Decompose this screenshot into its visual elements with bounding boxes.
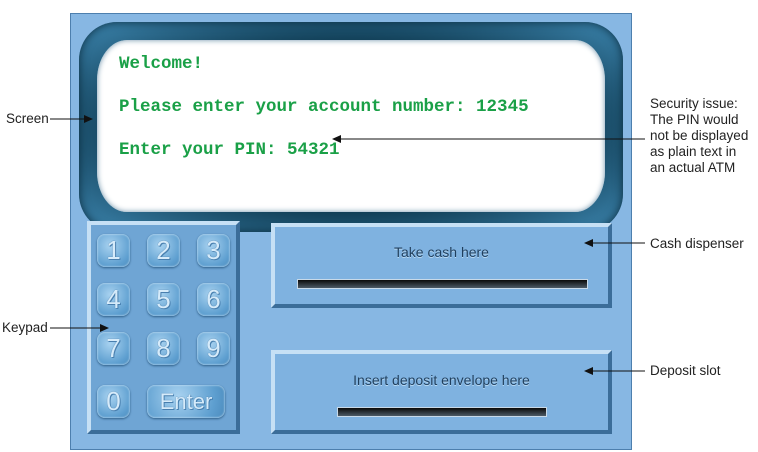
deposit-slot-label: Insert deposit envelope here xyxy=(353,372,530,388)
cash-dispenser: Take cash here xyxy=(271,223,612,308)
screen-pin-prompt: Enter your PIN: 54321 xyxy=(119,140,340,160)
screen-account-prompt: Please enter your account number: 12345 xyxy=(119,97,529,117)
key-4[interactable]: 4 xyxy=(97,283,130,316)
key-7[interactable]: 7 xyxy=(97,332,130,365)
key-2[interactable]: 2 xyxy=(147,234,180,267)
screen-bezel: Welcome! Please enter your account numbe… xyxy=(79,22,623,232)
deposit-envelope-slot[interactable] xyxy=(337,407,547,417)
key-8[interactable]: 8 xyxy=(147,332,180,365)
key-0[interactable]: 0 xyxy=(97,385,130,418)
callout-security-line-4: as plain text in xyxy=(650,144,737,159)
key-5[interactable]: 5 xyxy=(147,283,180,316)
atm-screen: Welcome! Please enter your account numbe… xyxy=(97,40,605,212)
screen-welcome-text: Welcome! xyxy=(119,54,204,74)
key-6[interactable]: 6 xyxy=(197,283,230,316)
key-9[interactable]: 9 xyxy=(197,332,230,365)
callout-keypad: Keypad xyxy=(2,320,48,335)
callout-screen: Screen xyxy=(6,111,49,126)
keypad: 1 2 3 4 5 6 7 8 9 0 Enter xyxy=(87,221,240,434)
callout-security-line-2: The PIN would xyxy=(650,112,739,127)
callout-security-line-5: an actual ATM xyxy=(650,160,736,175)
callout-security-line-3: not be displayed xyxy=(650,128,749,143)
cash-dispenser-label: Take cash here xyxy=(394,244,489,260)
cash-slot[interactable] xyxy=(297,279,588,289)
key-enter[interactable]: Enter xyxy=(147,385,225,418)
callout-deposit-slot: Deposit slot xyxy=(650,363,721,378)
callout-cash-dispenser: Cash dispenser xyxy=(650,236,744,251)
callout-security-issue: Security issue: The PIN would not be dis… xyxy=(650,96,748,176)
callout-security-line-1: Security issue: xyxy=(650,96,738,111)
deposit-slot: Insert deposit envelope here xyxy=(271,350,612,434)
key-3[interactable]: 3 xyxy=(197,234,230,267)
atm-body: Welcome! Please enter your account numbe… xyxy=(70,13,632,450)
key-1[interactable]: 1 xyxy=(97,234,130,267)
